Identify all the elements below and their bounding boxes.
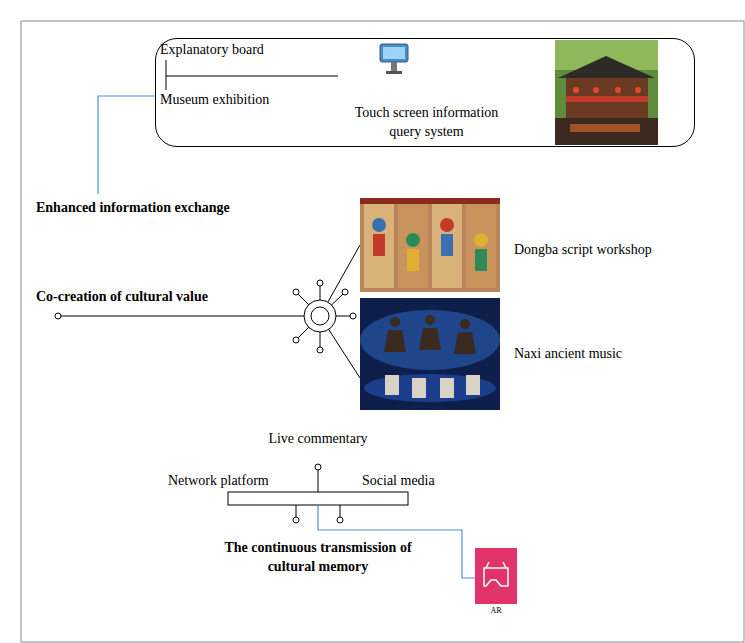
item-text: Touch screen information query system <box>344 103 509 141</box>
naxi-music-image <box>360 298 500 410</box>
hub-symbol <box>55 245 360 378</box>
touch-screen-icon <box>380 44 408 74</box>
building-photo <box>555 40 658 145</box>
icon-caption: AR <box>475 606 517 616</box>
channel-label: Network platform <box>168 472 269 489</box>
ar-icon <box>475 548 517 604</box>
image-caption: Naxi ancient music <box>514 345 622 362</box>
item-text: Museum exhibition <box>160 91 269 108</box>
channel-label: Live commentary <box>238 430 398 447</box>
section-heading: Enhanced information exchange <box>36 199 230 216</box>
ar-node: AR <box>475 548 520 628</box>
image-caption: Dongba script workshop <box>514 241 652 258</box>
rounded-box: Explanatory boardMuseum exhibitionTouch … <box>155 38 695 147</box>
page-frame <box>21 21 744 642</box>
bracket-lines <box>166 60 338 90</box>
channel-label: Social media <box>362 472 435 489</box>
dongba-image <box>360 198 500 292</box>
section-heading: The continuous transmission of cultural … <box>203 538 433 576</box>
leader-line <box>98 96 155 194</box>
item-text: Explanatory board <box>160 41 264 58</box>
section-heading: Co-creation of cultural value <box>36 288 208 305</box>
